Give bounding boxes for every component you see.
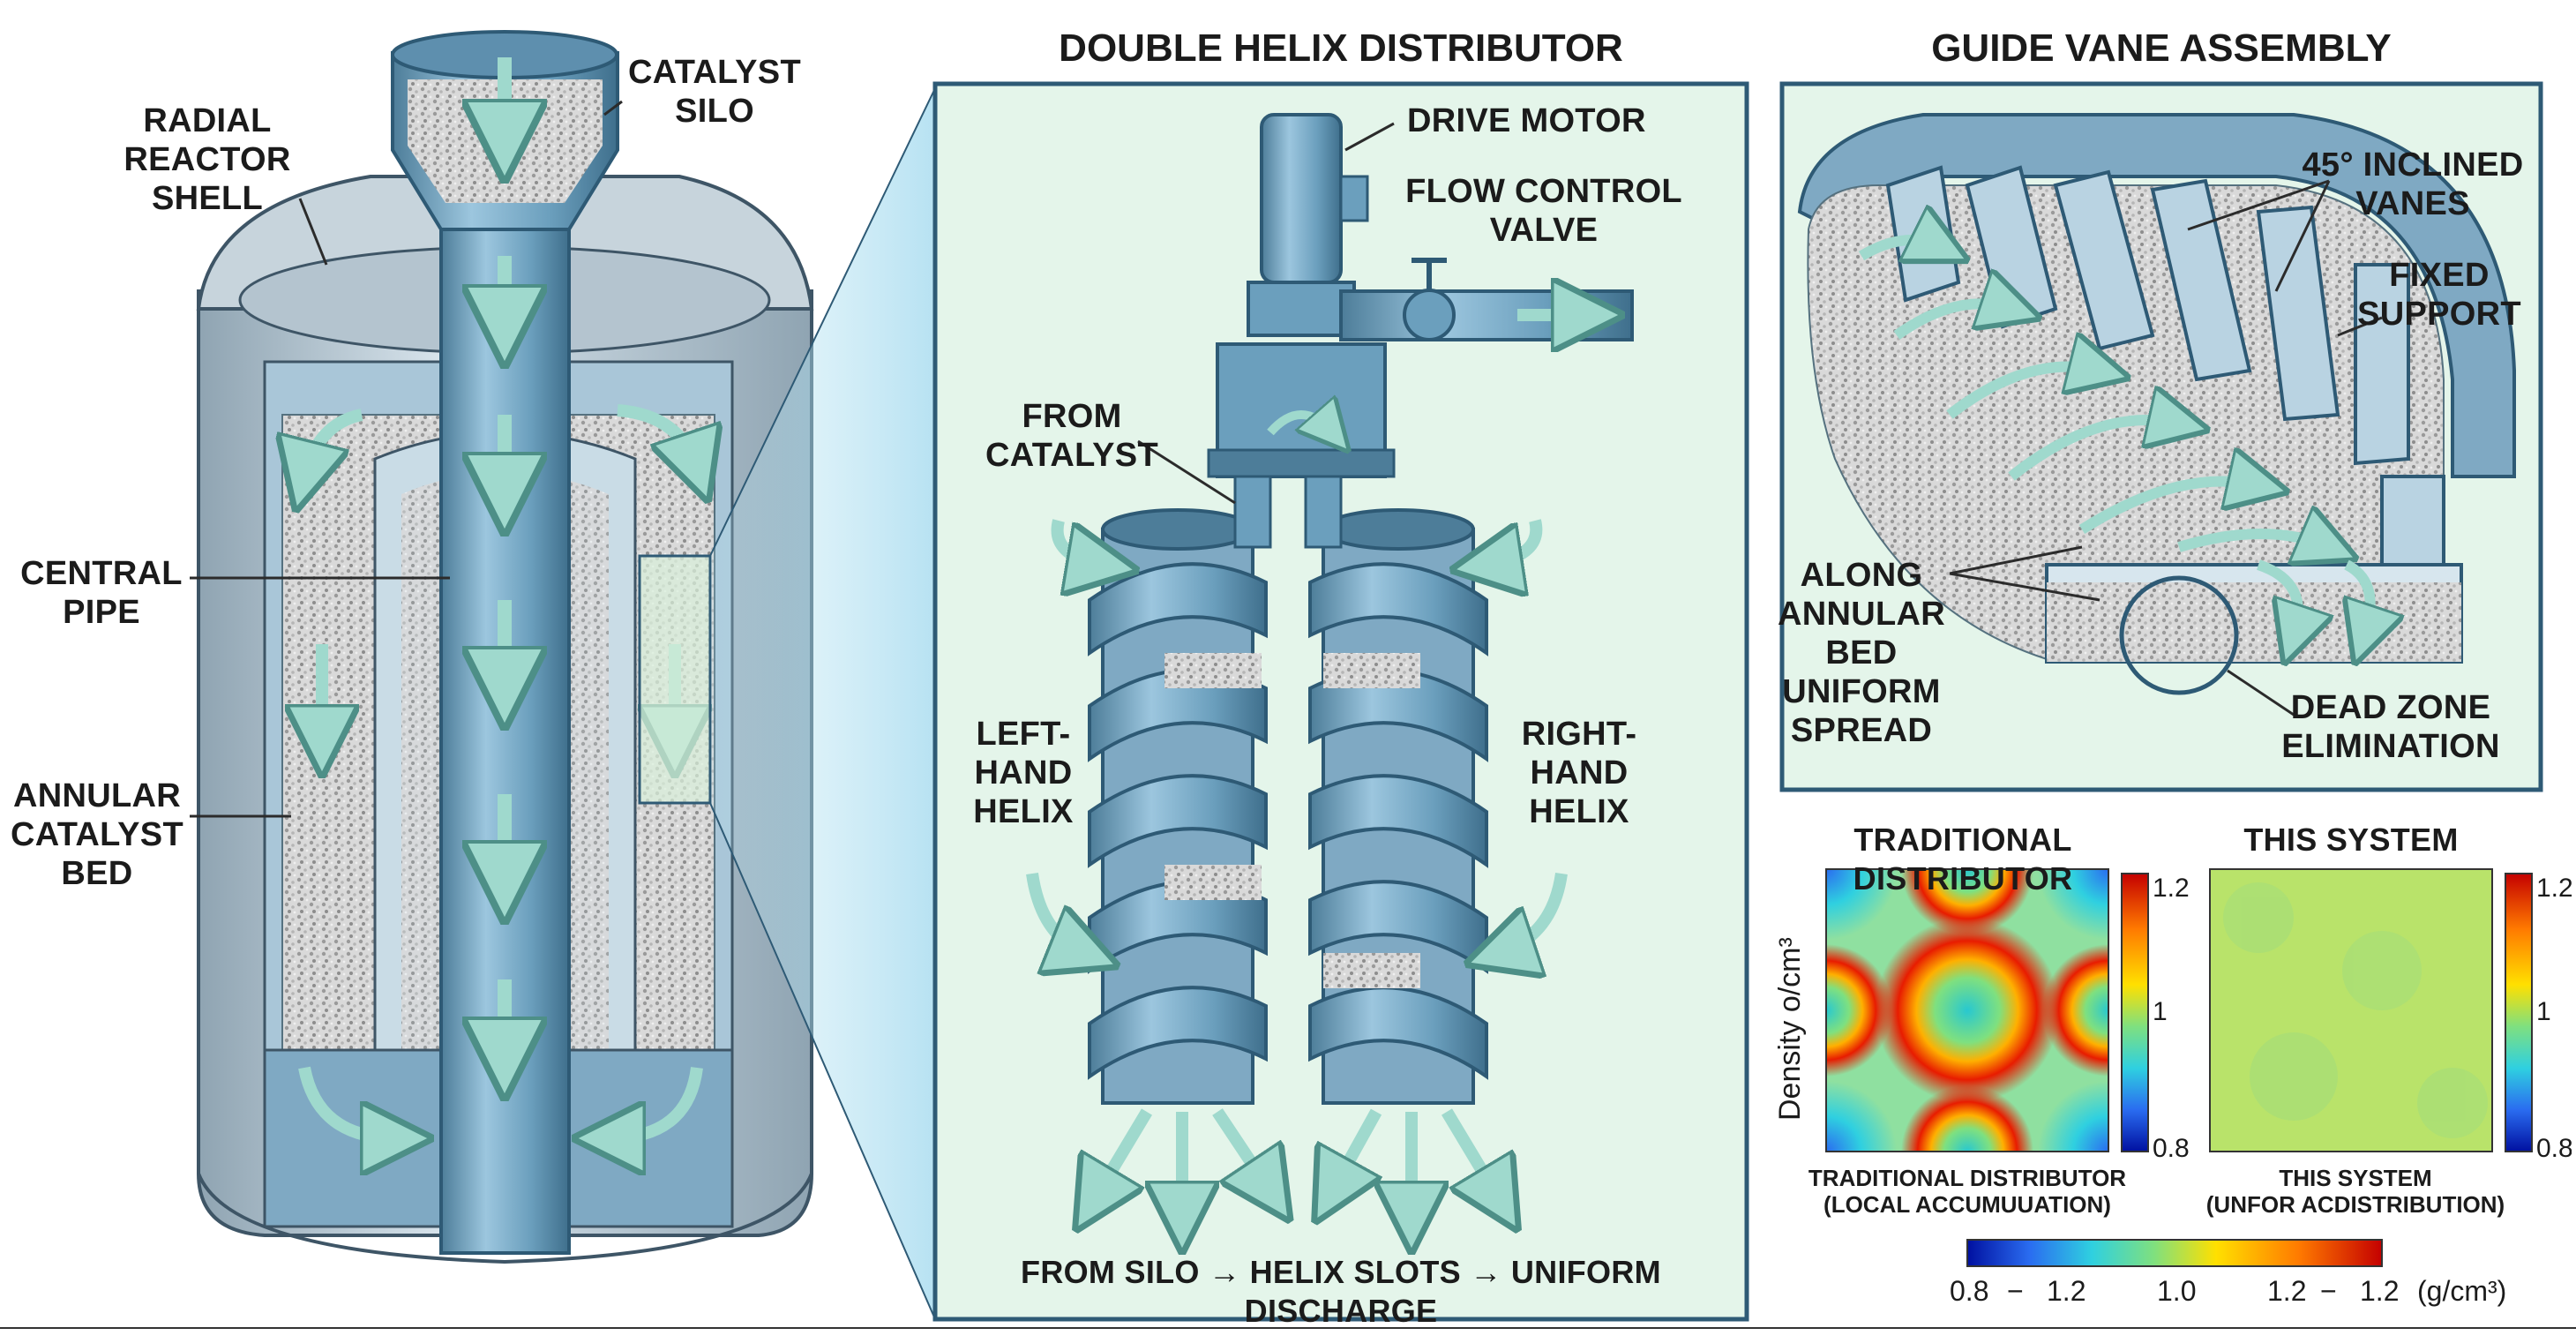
radial-reactor-shell-label: RADIAL REACTOR SHELL	[124, 102, 291, 217]
flow-caption: FROM SILO → HELIX SLOTS → UNIFORM DISCHA…	[1021, 1254, 1661, 1329]
heatmap-right	[2209, 868, 2533, 1152]
heatmap-right-title: THIS SYSTEM	[2243, 822, 2459, 858]
helix-panel-title: DOUBLE HELIX DISTRIBUTOR	[1059, 26, 1623, 70]
uniform-spread-label: ALONG ANNULAR BED UNIFORM SPREAD	[1778, 557, 1945, 749]
heatmap-left-title: TRADITIONAL DISTRIBUTOR	[1853, 822, 2073, 897]
left-tick-mid: 1	[2153, 997, 2168, 1026]
right-tick-mid: 1	[2536, 997, 2551, 1026]
flow-control-valve-label: FLOW CONTROL VALVE	[1405, 173, 1682, 249]
heatmap-left-caption: TRADITIONAL DISTRIBUTOR (LOCAL ACCUMUUAT…	[1808, 1165, 2127, 1218]
right-tick-bottom: 0.8	[2536, 1134, 2572, 1163]
annular-catalyst-bed-label: ANNULAR CATALYST BED	[11, 777, 183, 892]
guide-vane-panel-title: GUIDE VANE ASSEMBLY	[1931, 26, 2392, 70]
cbar-label-7: (g/cm³)	[2417, 1275, 2507, 1307]
dead-zone-label: DEAD ZONE ELIMINATION	[2281, 689, 2500, 765]
heatmap-ylabel: Density o/cm³	[1773, 937, 1807, 1121]
left-tick-bottom: 0.8	[2153, 1134, 2190, 1163]
flow-control-valve	[1403, 289, 1456, 341]
right-hand-helix	[1308, 508, 1488, 1105]
cbar-label-5: −	[2320, 1275, 2337, 1307]
inclined-vanes-label: 45° INCLINED VANES	[2302, 146, 2524, 222]
right-tick-top: 1.2	[2536, 874, 2572, 903]
colorbar-left	[2121, 873, 2149, 1152]
left-tick-top: 1.2	[2153, 874, 2190, 903]
right-hand-helix-label: RIGHT- HAND HELIX	[1521, 716, 1637, 830]
drive-motor	[1260, 113, 1343, 284]
cbar-label-2: 1.2	[2047, 1275, 2086, 1307]
heatmap-left	[1825, 868, 2149, 1152]
cbar-label-0: 0.8	[1950, 1275, 1989, 1307]
colorbar-horizontal	[1966, 1239, 2383, 1267]
inclined-vanes	[1885, 165, 2445, 637]
guide-vane-panel	[1779, 81, 2543, 792]
from-catalyst-label: FROM CATALYST	[985, 398, 1158, 474]
left-hand-helix-label: LEFT- HAND HELIX	[973, 716, 1074, 830]
central-pipe-label: CENTRAL PIPE	[20, 555, 183, 631]
helix-panel	[932, 81, 1749, 1322]
cbar-label-1: −	[2007, 1275, 2024, 1307]
cbar-label-4: 1.2	[2267, 1275, 2307, 1307]
left-hand-helix	[1088, 508, 1268, 1105]
colorbar-right	[2505, 873, 2533, 1152]
cbar-label-6: 1.2	[2360, 1275, 2400, 1307]
drive-motor-label: DRIVE MOTOR	[1407, 102, 1646, 139]
fixed-support-label: FIXED SUPPORT	[2357, 257, 2521, 333]
cbar-label-3: 1.0	[2157, 1275, 2197, 1307]
catalyst-silo-label: CATALYST SILO	[628, 54, 801, 130]
heatmap-right-caption: THIS SYSTEM (UNFOR ACDISTRIBUTION)	[2205, 1165, 2505, 1218]
reactor-cutaway	[190, 30, 936, 1320]
dead-zone-circle	[2119, 575, 2239, 695]
